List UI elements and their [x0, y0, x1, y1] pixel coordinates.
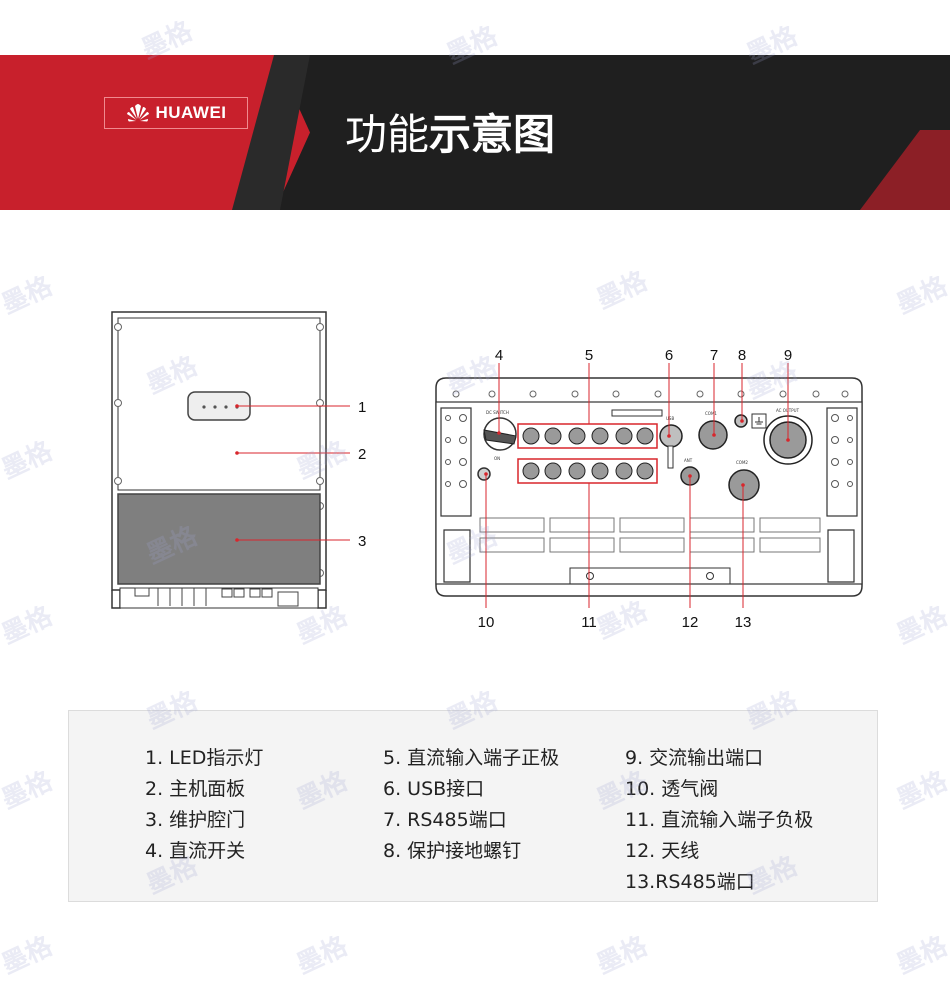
front-callout-lines: [237, 405, 350, 541]
label-com1: COM1: [705, 411, 717, 416]
legend-column-3: 9. 交流输出端口 10. 透气阀 11. 直流输入端子负极 12. 天线 13…: [625, 743, 813, 898]
callout-4: 4: [495, 347, 503, 364]
callout-10: 10: [478, 614, 495, 631]
legend-item: 8. 保护接地螺钉: [383, 840, 522, 862]
legend-item: 9. 交流输出端口: [625, 747, 764, 769]
legend-item: 2. 主机面板: [145, 778, 246, 800]
label-usb: USB: [666, 416, 674, 421]
watermark: 墨格: [292, 931, 352, 981]
legend-column-1: 1. LED指示灯 2. 主机面板 3. 维护腔门 4. 直流开关: [145, 743, 263, 867]
callout-3: 3: [358, 533, 366, 550]
huawei-logo: HUAWEI: [104, 97, 248, 129]
legend-item: 4. 直流开关: [145, 840, 246, 862]
callout-2: 2: [358, 446, 366, 463]
legend-item: 1. LED指示灯: [145, 747, 264, 769]
callout-11: 11: [581, 614, 597, 631]
callout-6: 6: [665, 347, 673, 364]
bottom-callout-lines: [485, 363, 789, 608]
legend-item: 7. RS485端口: [383, 809, 507, 831]
label-ant: ANT: [684, 458, 693, 463]
watermark: 墨格: [0, 766, 57, 816]
legend-item: 6. USB接口: [383, 778, 485, 800]
page-title-part2: 示意图: [429, 110, 556, 159]
label-on: ON: [494, 456, 500, 461]
legend-item: 11. 直流输入端子负极: [625, 809, 814, 831]
device-diagram: 1 2 3: [111, 311, 863, 631]
banner-corner-accent: [860, 130, 950, 210]
label-com2: COM2: [736, 460, 748, 465]
watermark: 墨格: [592, 931, 652, 981]
callout-8: 8: [738, 347, 746, 364]
callout-7: 7: [710, 347, 718, 364]
label-dc-switch: DC SWITCH: [486, 410, 509, 415]
watermark: 墨格: [0, 931, 57, 981]
page-title: 功能示意图: [345, 107, 555, 163]
legend-item: 3. 维护腔门: [145, 809, 246, 831]
callout-12: 12: [682, 614, 699, 631]
watermark: 墨格: [892, 931, 950, 981]
legend-item: 10. 透气阀: [625, 778, 719, 800]
legend-box: 1. LED指示灯 2. 主机面板 3. 维护腔门 4. 直流开关 5. 直流输…: [68, 710, 878, 902]
huawei-flower-icon: [126, 104, 149, 122]
legend-column-2: 5. 直流输入端子正极 6. USB接口 7. RS485端口 8. 保护接地螺…: [383, 743, 559, 867]
header-banner: HUAWEI 功能示意图: [0, 55, 950, 210]
callout-1: 1: [358, 399, 366, 416]
watermark: 墨格: [892, 766, 950, 816]
front-view: [111, 311, 327, 609]
legend-item: 12. 天线: [625, 840, 700, 862]
brand-name: HUAWEI: [155, 103, 227, 122]
callout-9: 9: [784, 347, 792, 364]
legend-item: 13.RS485端口: [625, 871, 755, 893]
page-title-part1: 功能: [345, 110, 430, 159]
legend-item: 5. 直流输入端子正极: [383, 747, 560, 769]
callout-5: 5: [585, 347, 593, 364]
callout-13: 13: [735, 614, 752, 631]
